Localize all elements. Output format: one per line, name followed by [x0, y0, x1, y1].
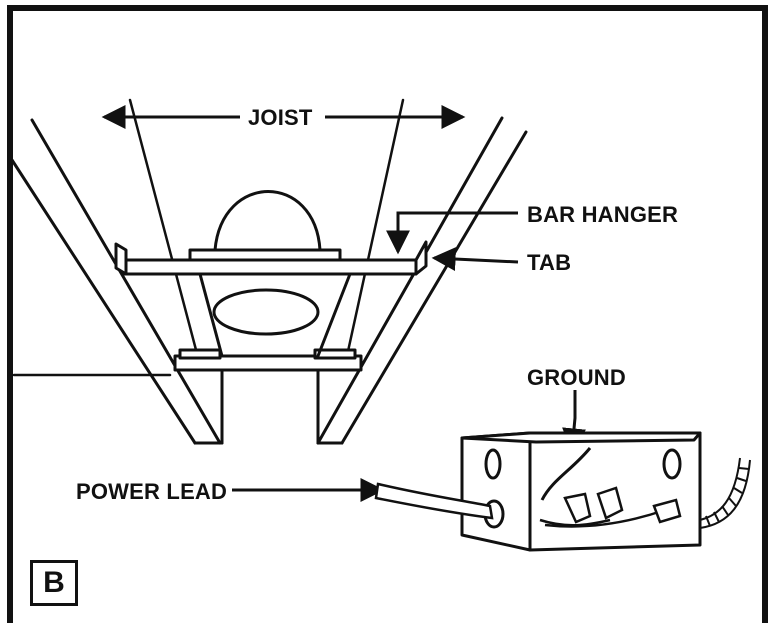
right-joist [316, 116, 528, 445]
bar-hanger [114, 240, 428, 276]
panel-letter-box: B [30, 560, 78, 606]
flex-conduit [699, 457, 751, 529]
power-lead-cable [374, 482, 494, 520]
label-ground: GROUND [527, 365, 626, 390]
mounting-plate [173, 348, 363, 372]
label-power-lead: POWER LEAD [76, 479, 228, 504]
dome-housing [213, 190, 322, 252]
label-bar-hanger: BAR HANGER [527, 202, 679, 227]
left-joist [10, 118, 224, 445]
lamp-opening [212, 288, 320, 336]
panel-letter: B [43, 566, 65, 599]
label-tab: TAB [527, 250, 572, 275]
label-joist: JOIST [248, 105, 313, 130]
callout-leaders [232, 211, 586, 502]
wire-nuts [539, 486, 682, 528]
junction-box [460, 431, 702, 552]
ground-wire [540, 447, 592, 501]
